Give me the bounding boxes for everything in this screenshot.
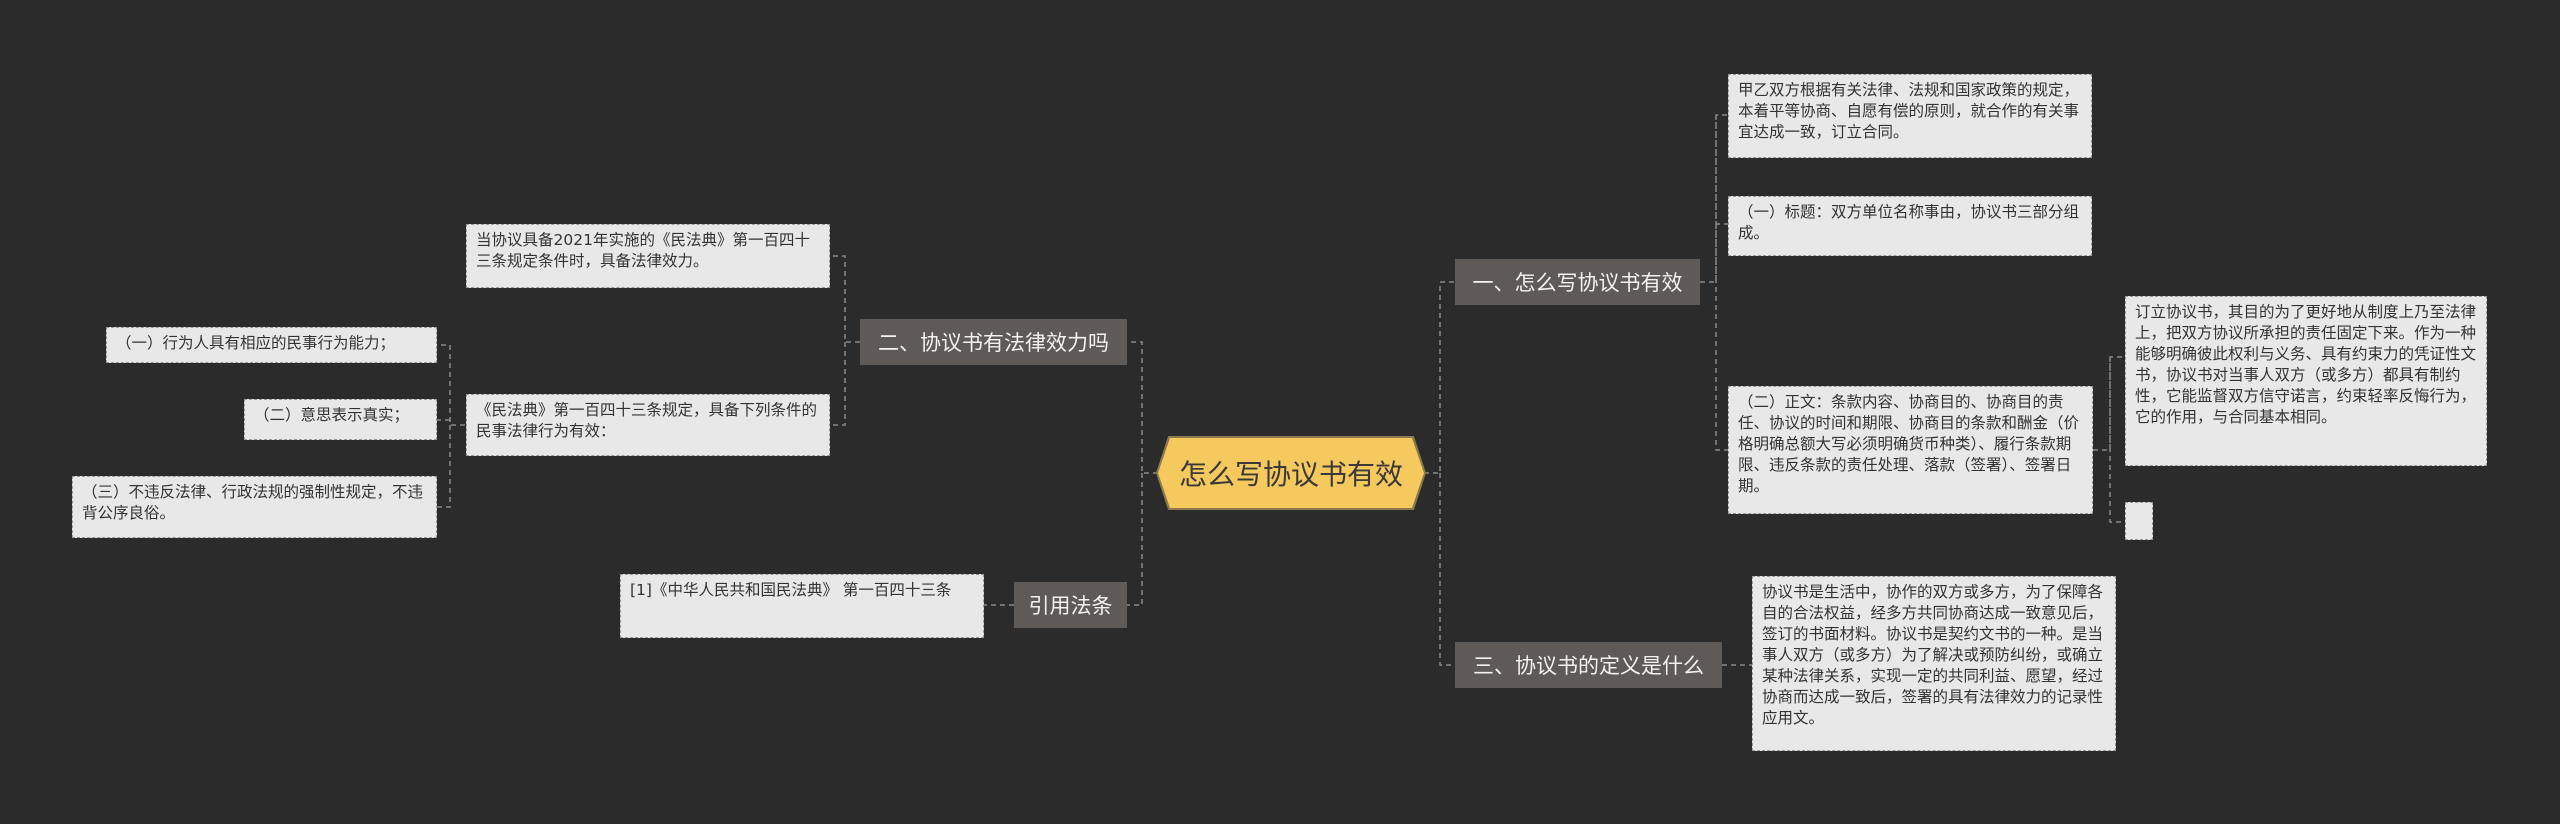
leaf-condition[interactable]: 当协议具备2021年实施的《民法典》第一百四十三条规定条件时，具备法律效力。 bbox=[466, 224, 830, 288]
leaf-principle[interactable]: 甲乙双方根据有关法律、法规和国家政策的规定，本着平等协商、自愿有偿的原则，就合作… bbox=[1728, 74, 2092, 158]
connector-l2b-children bbox=[437, 344, 465, 508]
branch-cited-law[interactable]: 引用法条 bbox=[1014, 582, 1127, 628]
leaf-capacity[interactable]: （一）行为人具有相应的民事行为能力； bbox=[106, 327, 437, 363]
connector-root-branch3 bbox=[1439, 473, 1455, 666]
leaf-article-143[interactable]: 《民法典》第一百四十三条规定，具备下列条件的民事法律行为有效： bbox=[466, 394, 830, 456]
branch-legal-effect[interactable]: 二、协议书有法律效力吗 bbox=[860, 319, 1127, 365]
connector-root-branch4 bbox=[1127, 473, 1143, 606]
leaf-citation[interactable]: [1]《中华人民共和国民法典》 第一百四十三条 bbox=[620, 574, 984, 638]
connector-root-branch2 bbox=[1127, 341, 1158, 474]
connector-branch2-leaves bbox=[830, 255, 860, 426]
connector-r1c-children bbox=[2093, 356, 2125, 523]
leaf-empty[interactable] bbox=[2125, 502, 2153, 540]
root-node[interactable]: 怎么写协议书有效 bbox=[1158, 438, 1424, 508]
leaf-title[interactable]: （一）标题：双方单位名称事由，协议书三部分组成。 bbox=[1728, 196, 2092, 256]
leaf-not-illegal[interactable]: （三）不违反法律、行政法规的强制性规定，不违背公序良俗。 bbox=[72, 476, 437, 538]
branch-definition[interactable]: 三、协议书的定义是什么 bbox=[1455, 642, 1722, 688]
leaf-definition[interactable]: 协议书是生活中，协作的双方或多方，为了保障各自的合法权益，经多方共同协商达成一致… bbox=[1752, 576, 2116, 751]
branch-how-to-write[interactable]: 一、怎么写协议书有效 bbox=[1455, 259, 1700, 305]
leaf-purpose[interactable]: 订立协议书，其目的为了更好地从制度上乃至法律上，把双方协议所承担的责任固定下来。… bbox=[2125, 296, 2487, 466]
connector-branch1-leaves bbox=[1700, 114, 1728, 451]
leaf-body[interactable]: （二）正文：条款内容、协商目的、协商目的责任、协议的时间和期限、协商目的条款和酬… bbox=[1728, 386, 2093, 514]
connector-root-branch1 bbox=[1424, 281, 1455, 474]
leaf-true-intent[interactable]: （二）意思表示真实； bbox=[244, 399, 437, 440]
